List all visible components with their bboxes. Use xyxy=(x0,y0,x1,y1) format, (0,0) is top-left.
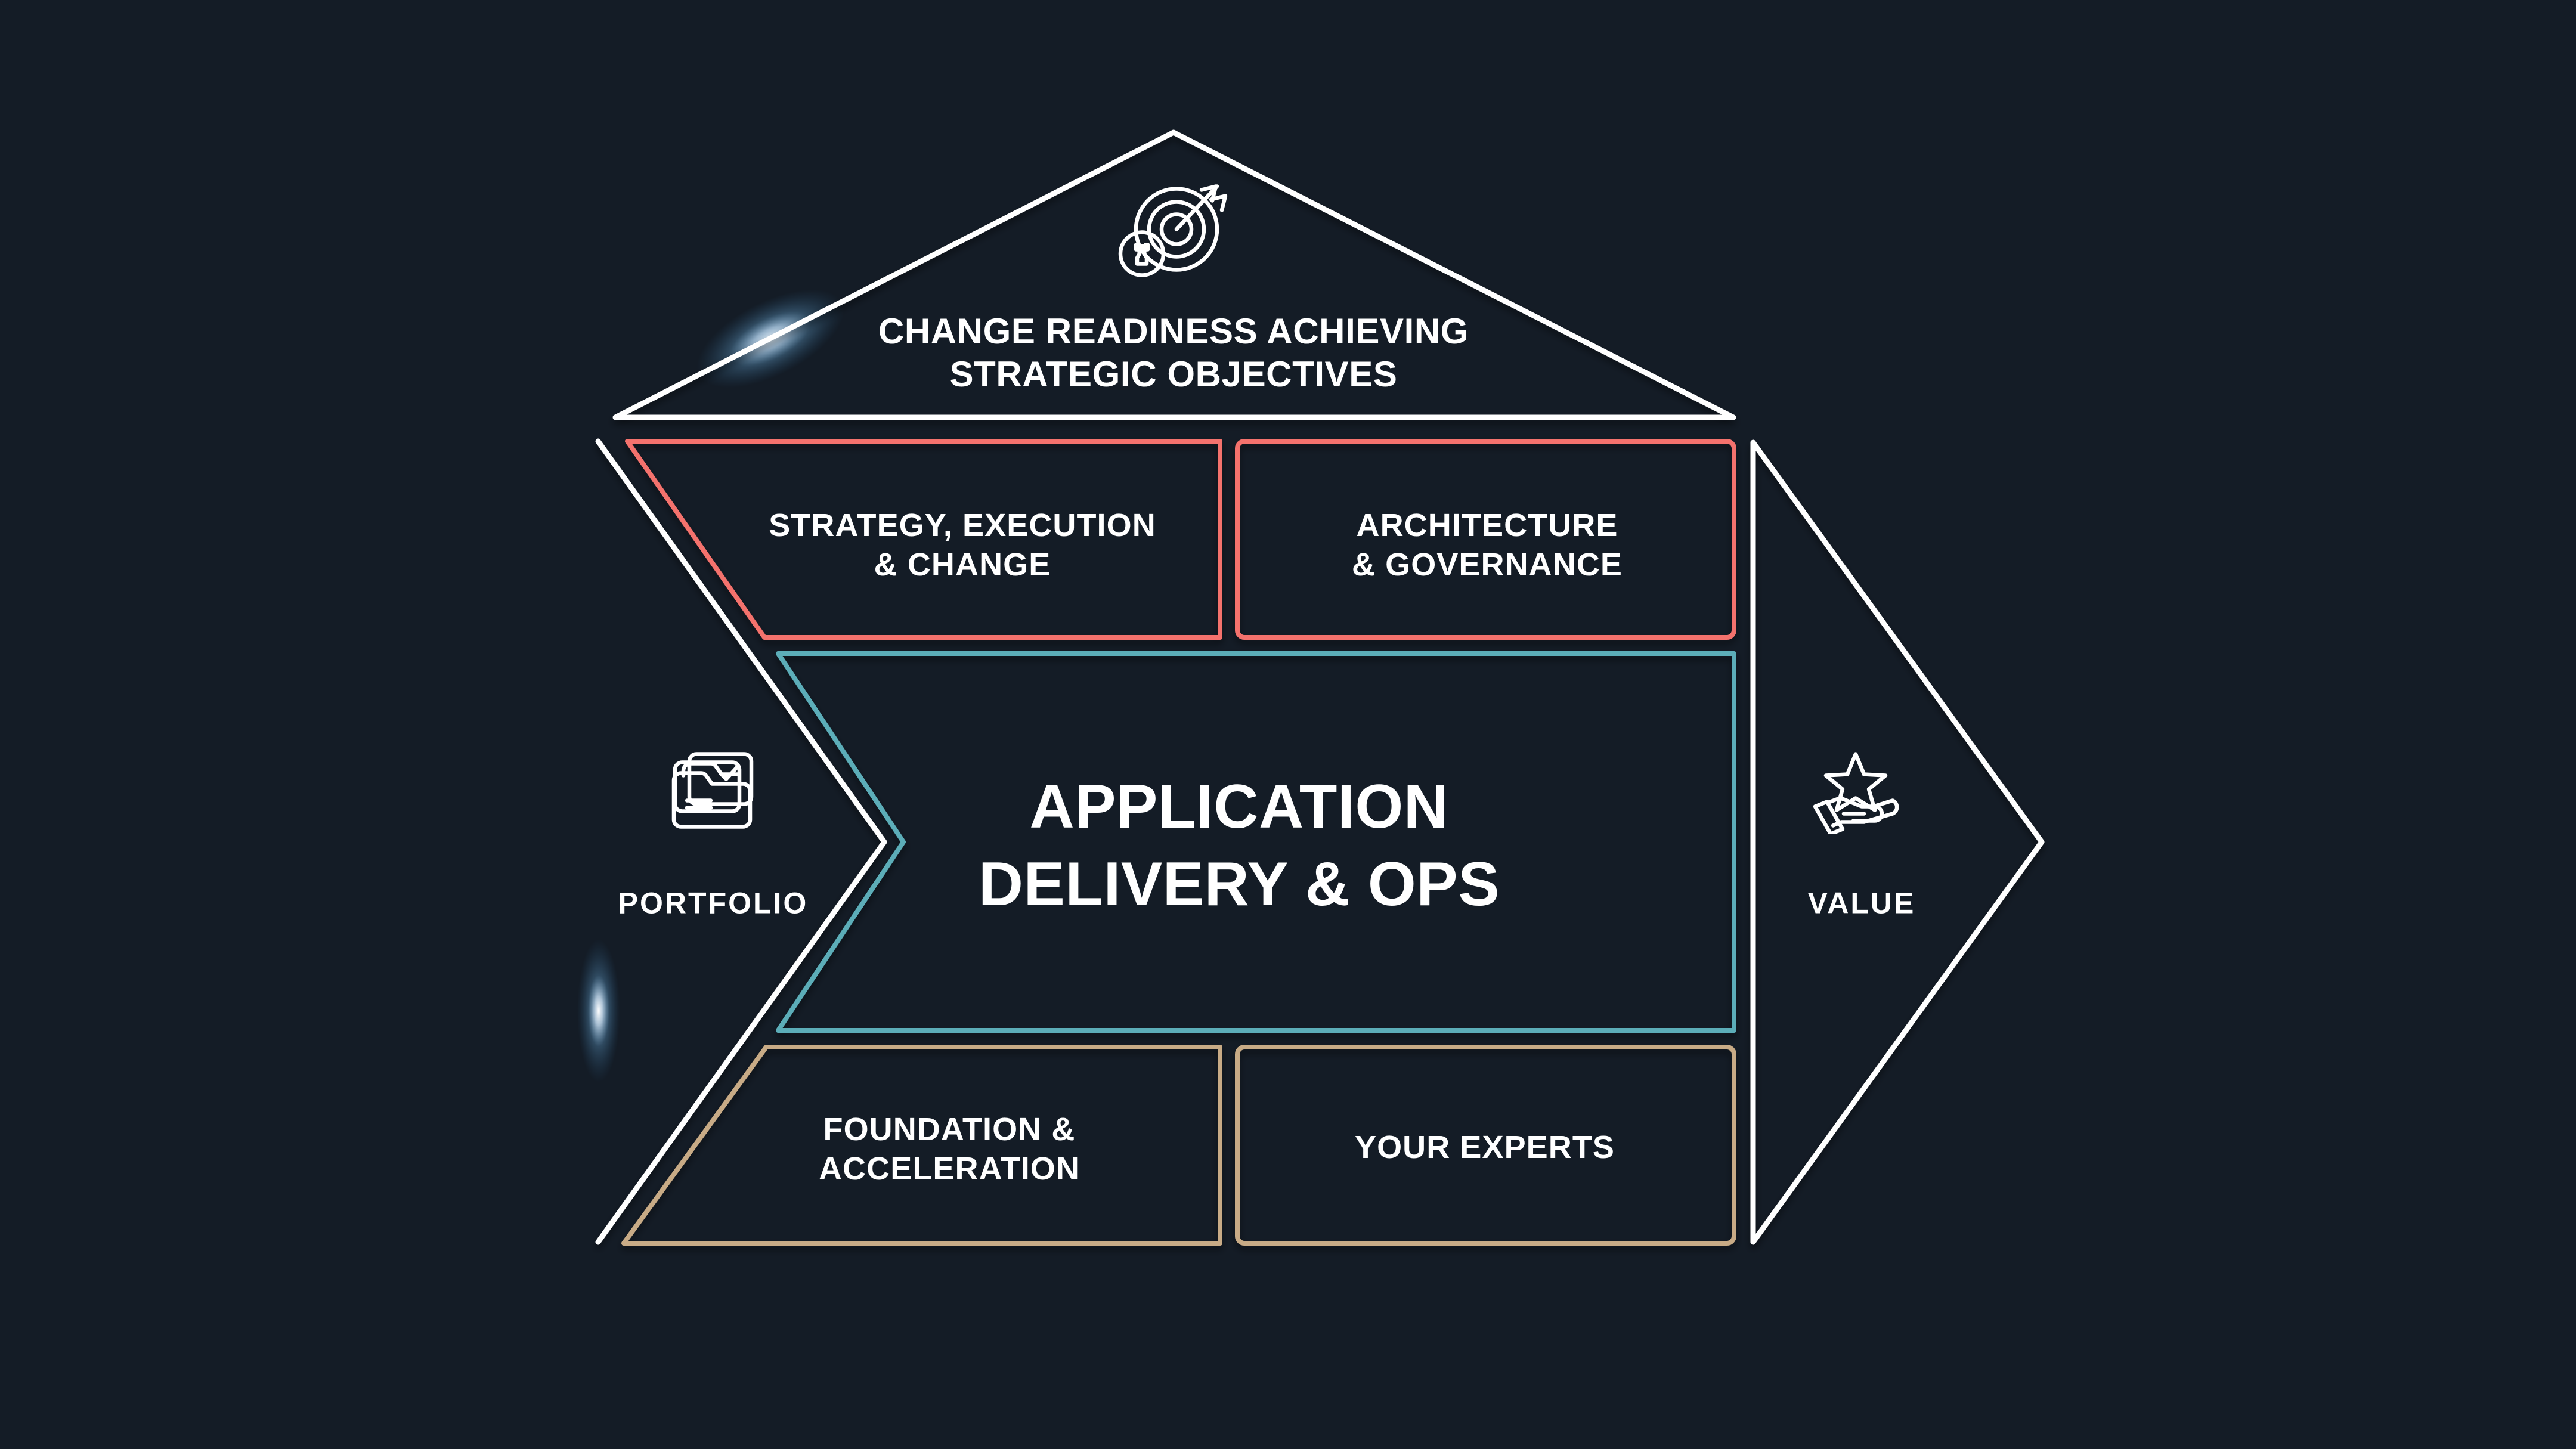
folders-check-icon xyxy=(665,750,761,837)
roof-gable-path xyxy=(612,129,1736,420)
application-delivery-ops-box-outline[interactable] xyxy=(776,651,1736,1033)
architecture-governance-box-outline[interactable] xyxy=(1235,439,1736,640)
hand-star-icon xyxy=(1809,750,1914,837)
value-arrowhead-path xyxy=(1750,439,2045,1245)
target-arrow-rook-icon xyxy=(1111,175,1236,291)
portfolio-chevron-path xyxy=(595,438,887,1245)
foundation-acceleration-box-outline[interactable] xyxy=(621,1045,1222,1246)
your-experts-box-outline[interactable] xyxy=(1235,1045,1736,1246)
chevron-glow-spot xyxy=(577,939,620,1082)
strategy-execution-change-box-outline[interactable] xyxy=(625,439,1222,640)
